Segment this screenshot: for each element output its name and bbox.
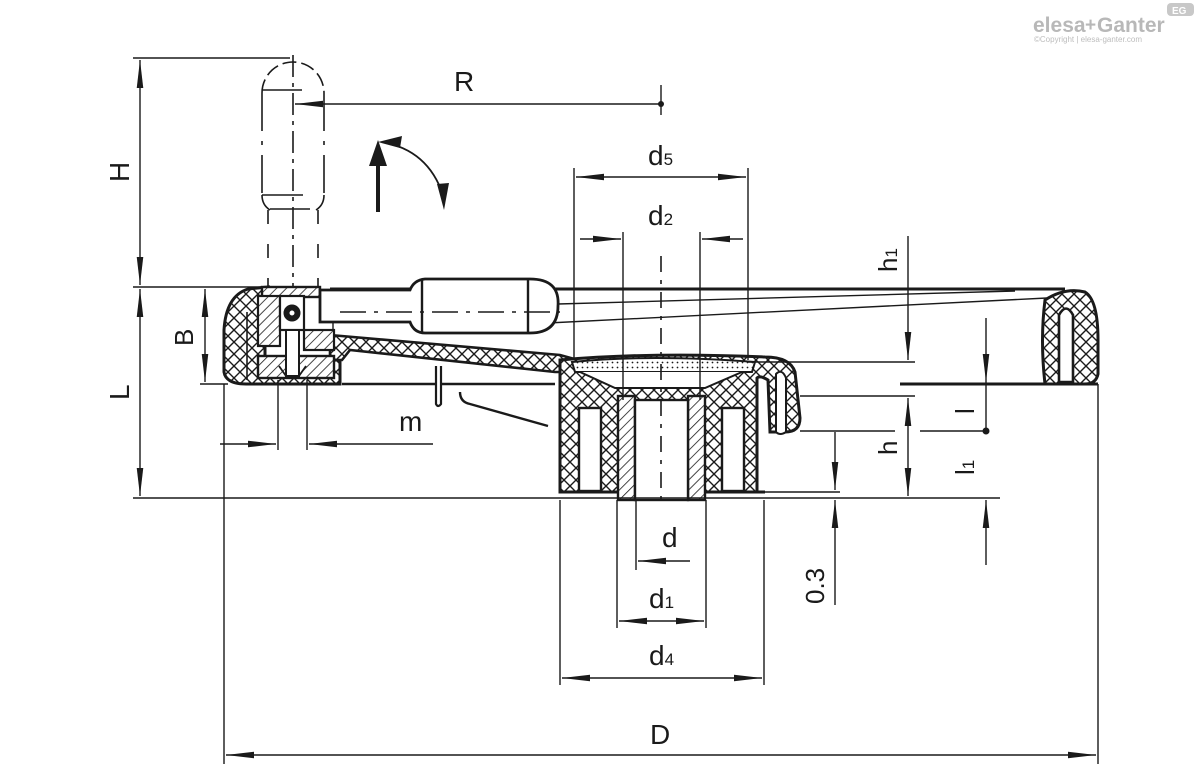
brand-name-sep: + <box>1085 15 1096 36</box>
label-clearance: 0.3 <box>800 568 830 604</box>
brand-badge <box>1167 3 1194 16</box>
label-m: m <box>399 406 422 437</box>
label-B: B <box>169 329 199 346</box>
brand-badge-text: EG <box>1172 6 1187 17</box>
label-l1: l1 <box>950 460 980 475</box>
label-l: l <box>950 408 980 414</box>
label-h1: h1 <box>873 248 903 272</box>
up-arrow-icon <box>369 140 387 212</box>
handle-phantom <box>261 55 325 292</box>
label-d2: d2 <box>648 200 673 231</box>
dimension-labels: R H L B m d5 d2 h1 h l l1 d d1 d4 0.3 D <box>104 66 980 750</box>
label-H: H <box>104 162 135 182</box>
brand-name-part1: elesa <box>1033 14 1086 37</box>
handwheel-section <box>222 256 1100 502</box>
label-L: L <box>104 384 135 400</box>
rotation-arrow-icon <box>378 136 449 210</box>
dimension-lines <box>133 57 1099 764</box>
label-D: D <box>650 719 670 750</box>
brand-copyright: ©Copyright | elesa-ganter.com <box>1034 35 1142 44</box>
brand-logo: elesa + Ganter EG ©Copyright | elesa-gan… <box>1033 3 1194 44</box>
brand-name-part2: Ganter <box>1097 14 1165 37</box>
label-R: R <box>454 66 474 97</box>
center-point <box>658 101 664 107</box>
label-d: d <box>662 522 678 553</box>
reference-point <box>982 427 990 435</box>
label-d1: d1 <box>649 583 674 614</box>
label-d5: d5 <box>648 140 673 171</box>
label-h: h <box>873 441 903 455</box>
label-d4: d4 <box>649 640 674 671</box>
